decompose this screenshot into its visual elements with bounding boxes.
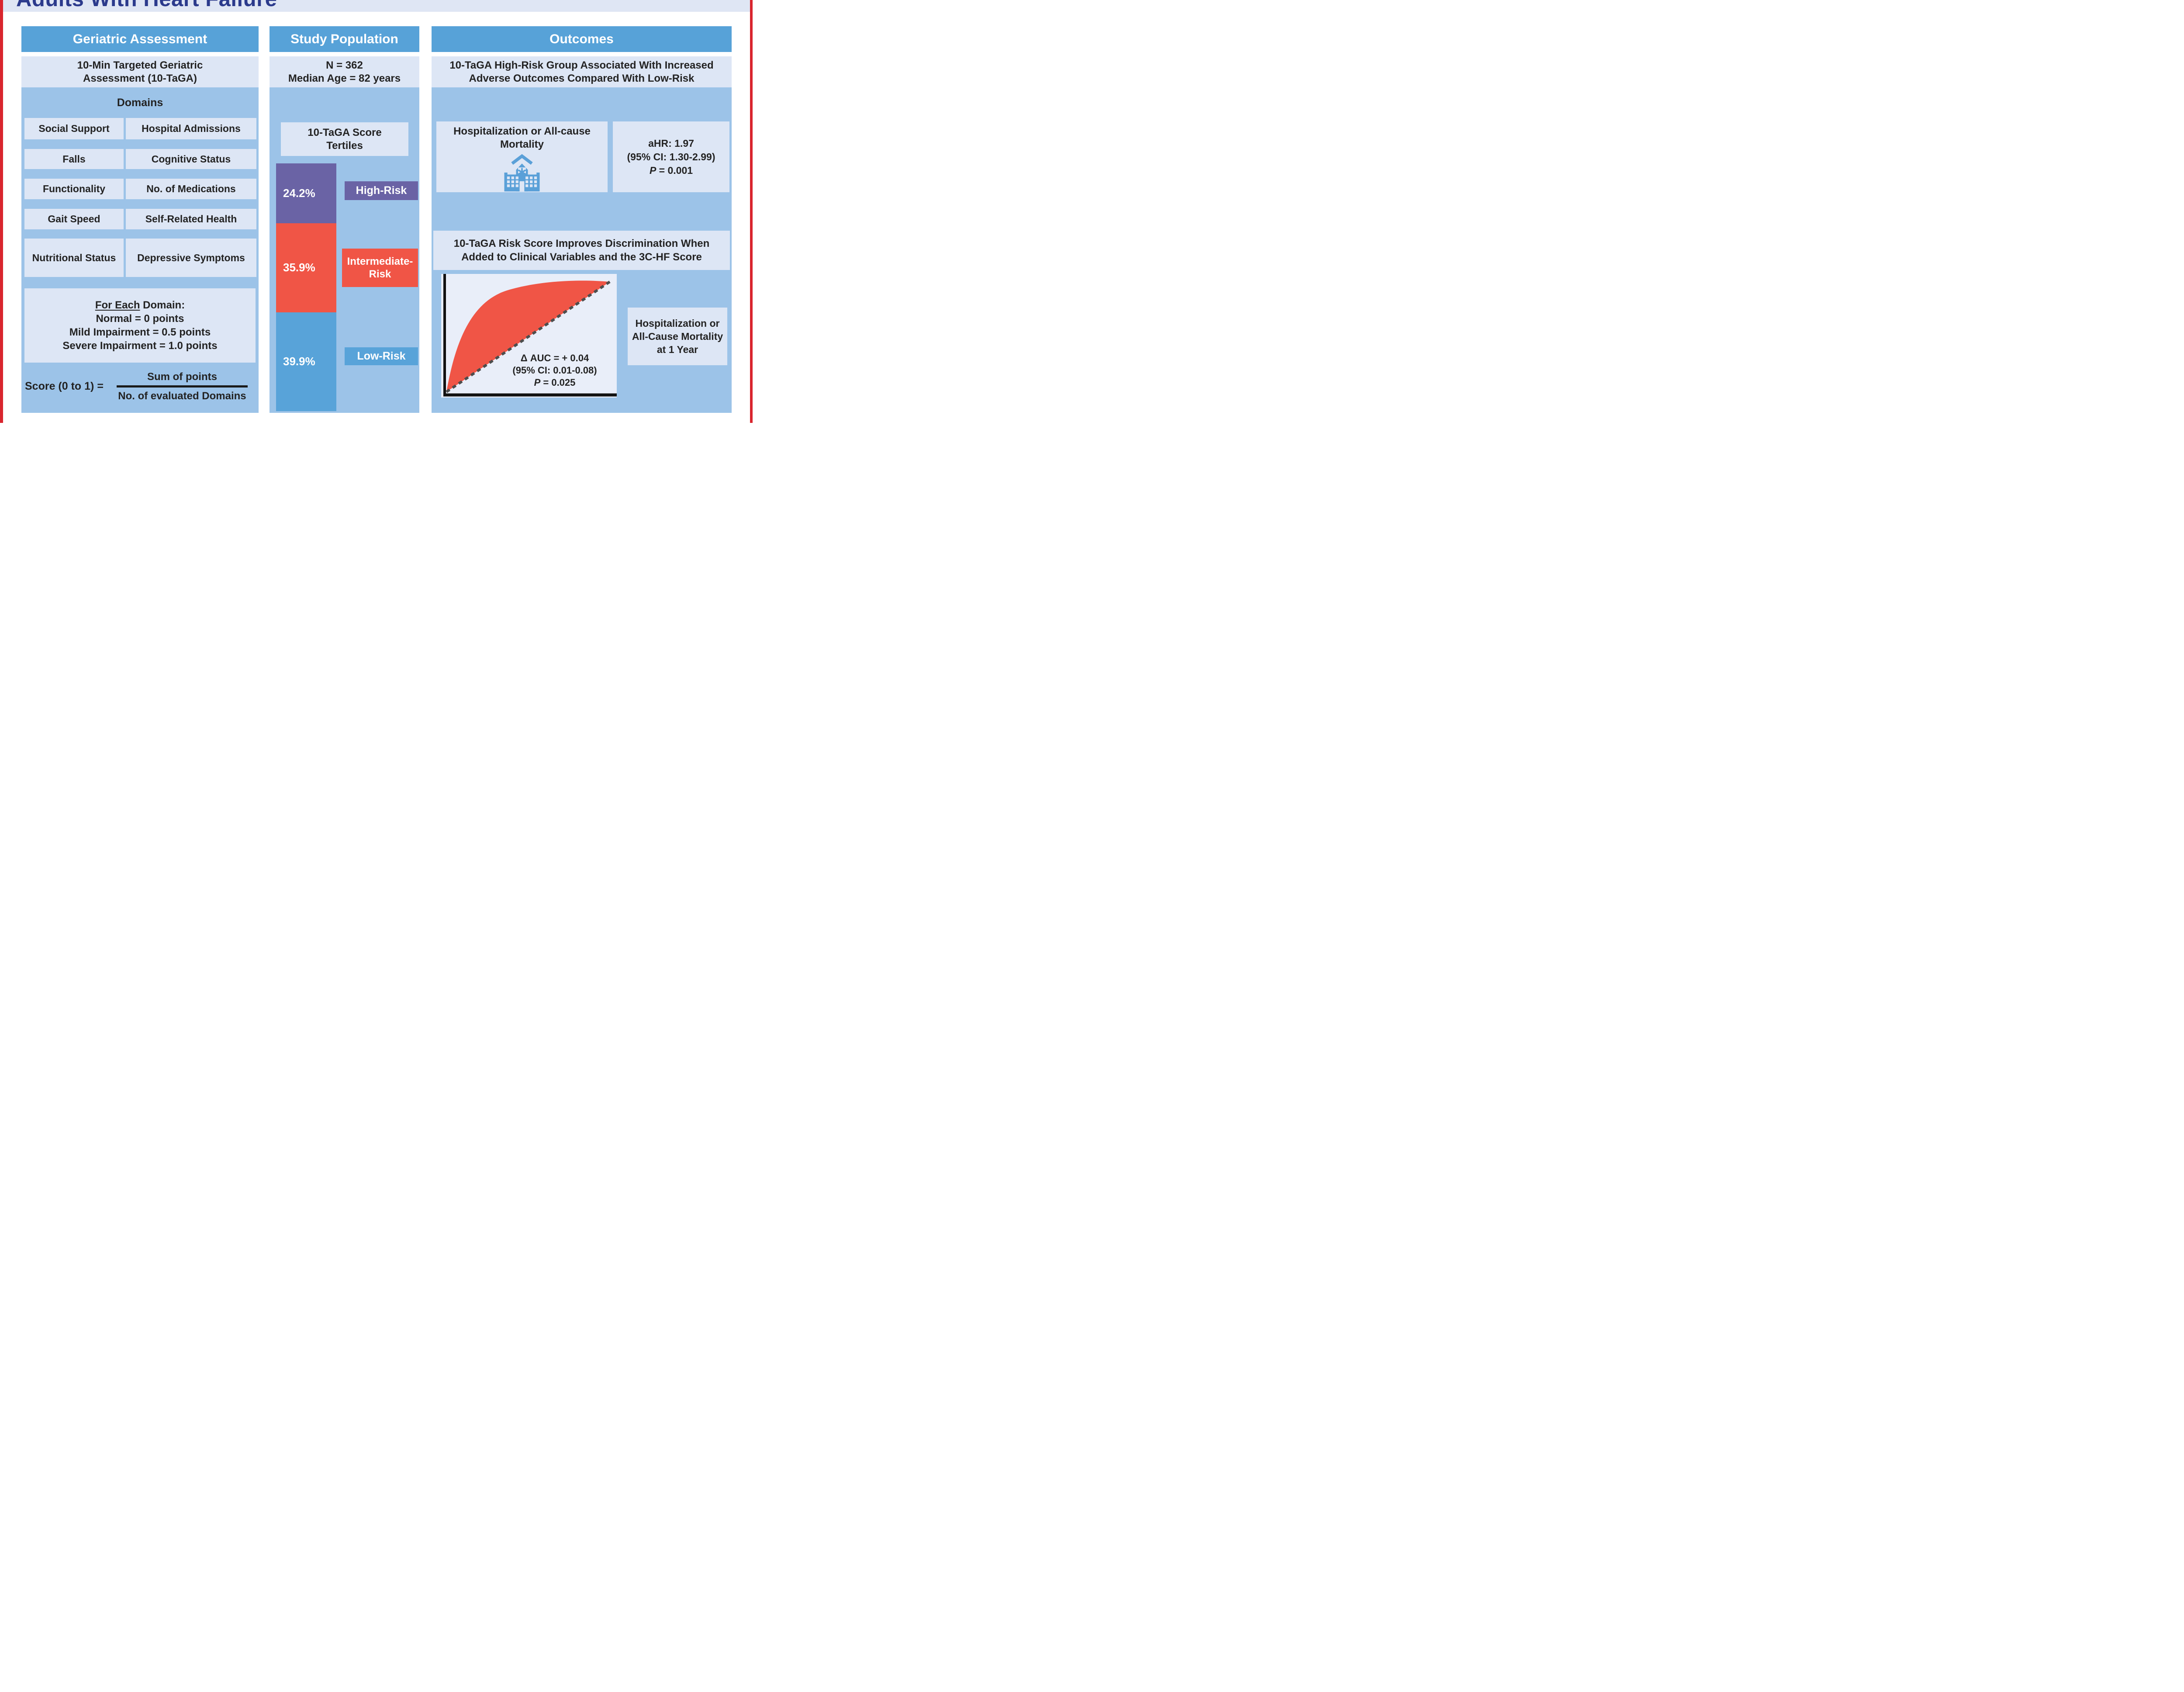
fraction-bar (116, 385, 248, 388)
hospitalization-line2: Mortality (500, 138, 544, 150)
bar-segment-intermediate-risk: 35.9% (276, 223, 336, 312)
bar-segment-high-risk: 24.2% (276, 163, 336, 224)
score-formula-fraction: Sum of points No. of evaluated Domains (108, 370, 256, 402)
roc-pvalue: P = 0.025 (494, 377, 615, 389)
tertiles-title-line1: 10-TaGA Score (308, 126, 382, 138)
score-numerator: Sum of points (147, 370, 217, 383)
bar-segment-low-risk: 39.9% (276, 312, 336, 411)
score-formula: Score (0 to 1) = Sum of points No. of ev… (25, 362, 256, 410)
score-formula-lhs: Score (0 to 1) = (25, 380, 104, 392)
endpoint-line3: at 1 Year (657, 344, 698, 355)
domain-cognitive-status: Cognitive Status (126, 149, 256, 169)
outcomes-banner-line1: 10-TaGA High-Risk Group Associated With … (449, 59, 714, 71)
geriatric-panel: 10-Min Targeted Geriatric Assessment (10… (21, 56, 259, 413)
scoring-heading: For Each Domain: (95, 298, 185, 312)
label-high-risk: High-Risk (345, 181, 418, 200)
domain-social-support: Social Support (24, 118, 124, 139)
ahr-box: aHR: 1.97 (95% CI: 1.30-2.99) P = 0.001 (613, 121, 729, 192)
score-denominator: No. of evaluated Domains (118, 390, 246, 402)
taga-intro-box: 10-Min Targeted Geriatric Assessment (10… (21, 56, 259, 87)
domain-self-related-health: Self-Related Health (126, 209, 256, 229)
discrimination-line1: 10-TaGA Risk Score Improves Discriminati… (453, 238, 710, 249)
hospitalization-line1: Hospitalization or All-cause (453, 125, 591, 137)
roc-ci-line: (95% CI: 0.01-0.08) (512, 365, 597, 376)
scoring-heading-rest: Domain: (140, 299, 185, 311)
hospital-icon (504, 154, 540, 192)
left-red-border (0, 0, 3, 423)
roc-auc-line: Δ AUC = + 0.04 (520, 353, 589, 363)
domain-hospital-admissions: Hospital Admissions (126, 118, 256, 139)
roc-p-label: P (534, 377, 541, 388)
scoring-for-each: For Each (95, 299, 140, 311)
title-band: Adults With Heart Failure (3, 0, 750, 12)
endpoint-box: Hospitalization or All-Cause Mortality a… (628, 308, 727, 365)
population-age: Median Age = 82 years (288, 72, 401, 84)
domains-label: Domains (117, 96, 163, 109)
roc-annotation: Δ AUC = + 0.04 (95% CI: 0.01-0.08) P = 0… (494, 352, 615, 389)
outcomes-panel: 10-TaGA High-Risk Group Associated With … (432, 56, 732, 413)
ahr-line1: aHR: 1.97 (648, 137, 694, 149)
scoring-severe: Severe Impairment = 1.0 points (62, 340, 218, 352)
discrimination-line2: Added to Clinical Variables and the 3C-H… (461, 251, 702, 263)
roc-p-rest: = 0.025 (540, 377, 576, 388)
domain-no-of-medications: No. of Medications (126, 179, 256, 199)
label-low-risk: Low-Risk (345, 347, 418, 365)
central-illustration: Adults With Heart Failure Geriatric Asse… (0, 0, 753, 423)
ahr-line2: (95% CI: 1.30-2.99) (627, 151, 715, 163)
population-box: N = 362 Median Age = 82 years (270, 56, 419, 87)
population-n: N = 362 (326, 59, 363, 71)
outcomes-banner-line2: Adverse Outcomes Compared With Low-Risk (469, 72, 695, 84)
taga-intro-line2: Assessment (10-TaGA) (83, 72, 197, 84)
roc-curve-chart (443, 274, 617, 397)
study-population-panel: N = 362 Median Age = 82 years 10-TaGA Sc… (270, 56, 419, 413)
ahr-p-rest: = 0.001 (656, 164, 693, 176)
scoring-normal: Normal = 0 points (96, 313, 184, 325)
domain-gait-speed: Gait Speed (24, 209, 124, 229)
domain-falls: Falls (24, 149, 124, 169)
page-title: Adults With Heart Failure (16, 0, 277, 10)
header-study-population: Study Population (270, 26, 419, 52)
right-red-border (750, 0, 753, 423)
domain-depressive-symptoms: Depressive Symptoms (126, 239, 256, 277)
tertile-stacked-bar: 24.2% 35.9% 39.9% (276, 163, 336, 411)
roc-plot: Δ AUC = + 0.04 (95% CI: 0.01-0.08) P = 0… (441, 274, 617, 398)
ahr-p-label: P (649, 164, 657, 176)
endpoint-line1: Hospitalization or (635, 318, 720, 329)
header-outcomes: Outcomes (432, 26, 732, 52)
tertiles-title-box: 10-TaGA Score Tertiles (281, 122, 408, 156)
scoring-rules-box: For Each Domain: Normal = 0 points Mild … (24, 288, 256, 363)
endpoint-line2: All-Cause Mortality (632, 331, 723, 342)
discrimination-box: 10-TaGA Risk Score Improves Discriminati… (433, 231, 730, 270)
ahr-pvalue: P = 0.001 (650, 164, 693, 177)
header-geriatric-assessment: Geriatric Assessment (21, 26, 259, 52)
taga-intro-line1: 10-Min Targeted Geriatric (77, 59, 203, 71)
domain-functionality: Functionality (24, 179, 124, 199)
hospitalization-box: Hospitalization or All-cause Mortality (436, 121, 608, 192)
label-intermediate-risk: Intermediate-Risk (342, 249, 418, 287)
scoring-mild: Mild Impairment = 0.5 points (69, 326, 211, 338)
domain-nutritional-status: Nutritional Status (24, 239, 124, 277)
tertiles-title-line2: Tertiles (326, 139, 363, 152)
outcomes-banner-box: 10-TaGA High-Risk Group Associated With … (432, 56, 732, 87)
